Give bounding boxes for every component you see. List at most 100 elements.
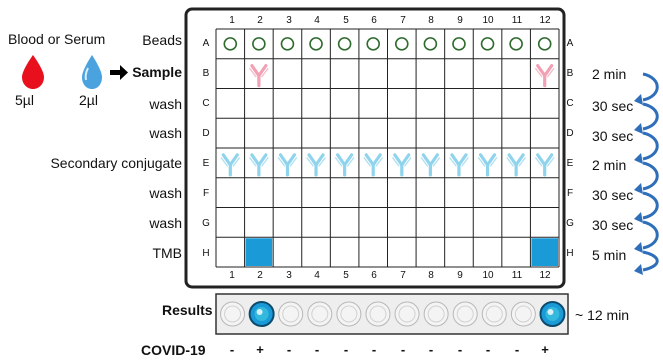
negative-strip-well [307, 301, 333, 327]
negative-strip-well [481, 301, 507, 327]
col-num-bottom-12: 12 [539, 270, 551, 281]
row-letter-right-g: G [566, 218, 574, 229]
results-time-label: ~ 12 min [575, 307, 630, 323]
step-label-beads: Beads [142, 32, 182, 48]
positive-strip-well [539, 301, 566, 327]
bead-icon [337, 37, 352, 51]
covid-sign-4: - [314, 342, 320, 357]
plate-wells [220, 37, 558, 266]
step-label-wash-4: wash [149, 215, 182, 231]
step-label-tmb: TMB [152, 245, 182, 261]
curved-arrow-icon [634, 220, 659, 253]
row-letter-left-h: H [202, 248, 210, 259]
col-num-top-12: 12 [539, 15, 551, 26]
col-num-top-2: 2 [257, 15, 263, 26]
col-num-top-10: 10 [482, 15, 494, 26]
col-num-top-3: 3 [286, 15, 292, 26]
secondary-antibody-icon [477, 153, 498, 177]
secondary-antibody-icon [506, 153, 526, 177]
negative-strip-well [452, 301, 478, 327]
row-letter-right-e: E [566, 158, 574, 169]
serum-drop-icon [82, 55, 102, 89]
covid-sign-8: - [428, 342, 434, 357]
time-label-tmb: 5 min [592, 247, 627, 263]
bead-icon [223, 37, 238, 51]
curved-arrow-icon [634, 161, 659, 194]
col-num-top-11: 11 [511, 15, 523, 26]
plate-grid [215, 28, 560, 268]
row-letter-left-b: B [202, 68, 210, 79]
col-num-top-8: 8 [428, 15, 434, 26]
row-letter-right-d: D [566, 128, 574, 139]
sample-arrow-icon [110, 65, 128, 80]
col-num-top-7: 7 [400, 15, 406, 26]
bead-icon [537, 37, 552, 51]
col-num-bottom-6: 6 [371, 270, 377, 281]
covid-sign-2: + [256, 342, 264, 357]
secondary-antibody-icon [449, 153, 469, 177]
curved-arrow-icon [634, 102, 659, 134]
negative-strip-well [365, 301, 391, 327]
col-num-bottom-11: 11 [511, 270, 523, 281]
row-letter-left-e: E [202, 158, 210, 169]
col-num-top-1: 1 [229, 15, 235, 26]
col-num-bottom-4: 4 [314, 270, 320, 281]
bead-icon [423, 37, 438, 51]
col-num-top-5: 5 [343, 15, 349, 26]
secondary-antibody-icon [306, 153, 326, 177]
covid-sign-3: - [286, 342, 292, 357]
curved-arrow-icon [634, 131, 659, 164]
secondary-antibody-icon [392, 153, 412, 177]
row-letter-left-f: F [202, 188, 210, 199]
col-num-bottom-3: 3 [286, 270, 292, 281]
bead-icon [509, 37, 523, 51]
bead-icon [394, 37, 409, 51]
covid-sign-5: - [343, 342, 349, 357]
step-label-sample: Sample [132, 64, 182, 80]
secondary-antibody-icon [363, 153, 383, 177]
secondary-antibody-icon [220, 153, 240, 177]
time-label-secondary: 2 min [592, 157, 627, 173]
time-label-wash-3: 30 sec [592, 187, 634, 203]
time-label-wash-2: 30 sec [592, 128, 634, 144]
results-label: Results [162, 302, 213, 318]
primary-antibody-icon [535, 64, 555, 88]
negative-strip-well [278, 301, 304, 327]
col-num-bottom-1: 1 [229, 270, 235, 281]
col-num-bottom-5: 5 [343, 270, 349, 281]
row-letter-right-a: A [566, 38, 574, 49]
col-num-bottom-10: 10 [482, 270, 494, 281]
negative-strip-well [336, 301, 362, 327]
row-letter-left-g: G [202, 218, 210, 229]
covid-sign-10: - [485, 342, 491, 357]
row-letter-right-h: H [566, 248, 574, 259]
row-letter-right-c: C [566, 98, 574, 109]
row-letter-right-f: F [566, 188, 574, 199]
step-arrows [634, 72, 659, 275]
specimen-label: Blood or Serum [8, 31, 106, 47]
covid-sign-12: + [541, 342, 549, 357]
col-num-bottom-8: 8 [428, 270, 434, 281]
negative-strip-well [423, 301, 449, 327]
bead-icon [252, 37, 266, 51]
step-label-wash-3: wash [149, 185, 182, 201]
row-letter-left-c: C [202, 98, 210, 109]
secondary-antibody-icon [334, 153, 355, 177]
row-letter-left-a: A [202, 38, 210, 49]
bead-icon [452, 37, 466, 51]
row-letter-left-d: D [202, 128, 210, 139]
covid-sign-9: - [457, 342, 463, 357]
bead-icon [280, 37, 295, 51]
tmb-positive-well [531, 238, 558, 266]
blood-volume-label: 5µl [15, 92, 34, 108]
time-label-wash-1: 30 sec [592, 98, 634, 114]
covid-sign-6: - [371, 342, 377, 357]
negative-strip-well [220, 301, 246, 327]
covid-sign-11: - [514, 342, 520, 357]
covid-label: COVID-19 [141, 342, 206, 358]
curved-arrow-icon [634, 250, 659, 275]
curved-arrow-icon [634, 72, 659, 105]
negative-strip-well [394, 301, 420, 327]
serum-volume-label: 2µl [79, 92, 98, 108]
secondary-antibody-icon [420, 153, 441, 177]
